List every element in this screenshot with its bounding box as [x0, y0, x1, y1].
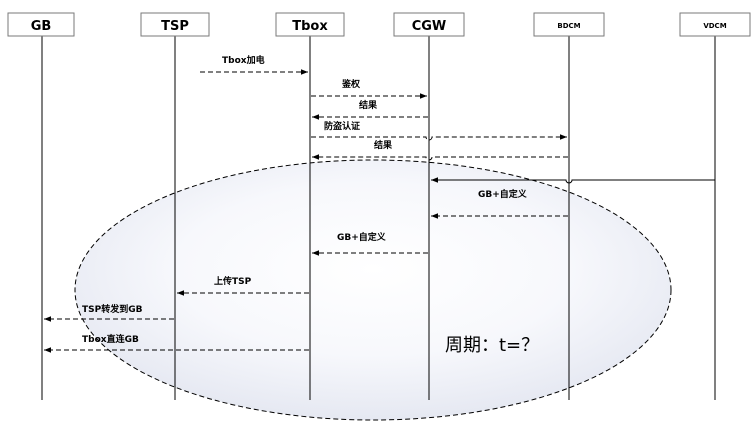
- message-tbox-direct-gb-label: Tbox直连GB: [82, 333, 139, 345]
- message-upload-tsp: 上传TSP: [177, 275, 309, 296]
- message-authenticate-label: 鉴权: [341, 78, 361, 90]
- message-tsp-forward-gb: TSP转发到GB: [44, 303, 174, 322]
- participant-tsp: TSP: [140, 12, 210, 37]
- message-authenticate: 鉴权: [311, 78, 427, 99]
- message-vdcm-to-cgw-label: GB+自定义: [478, 188, 528, 200]
- participant-tbox: Tbox: [275, 12, 345, 37]
- participant-tsp-label: TSP: [161, 19, 189, 34]
- message-tsp-forward-gb-label: TSP转发到GB: [82, 303, 143, 315]
- message-vdcm-to-cgw: GB+自定义: [431, 177, 715, 200]
- message-anti-theft-auth: 防盗认证: [311, 120, 567, 141]
- participant-gb-label: GB: [31, 19, 52, 34]
- message-anti-theft-result: 结果: [312, 139, 568, 161]
- message-tbox-direct-gb: Tbox直连GB: [44, 333, 309, 353]
- message-cgw-to-tbox-label: GB+自定义: [337, 231, 387, 243]
- participant-gb: GB: [7, 12, 75, 37]
- period-annotation: 周期：t=？: [445, 335, 539, 356]
- participant-bdcm-label: BDCM: [557, 22, 580, 30]
- participant-vdcm: VDCM: [679, 12, 751, 37]
- participant-vdcm-label: VDCM: [703, 22, 726, 30]
- message-tbox-power-on: Tbox加电: [200, 54, 308, 75]
- participant-cgw-label: CGW: [412, 19, 447, 34]
- message-anti-theft-result-label: 结果: [374, 139, 393, 151]
- periodic-phase-ellipse: [74, 159, 672, 421]
- message-cgw-to-tbox: GB+自定义: [312, 231, 428, 256]
- message-auth-result: 结果: [312, 99, 428, 120]
- participant-tbox-label: Tbox: [292, 19, 328, 34]
- message-auth-result-label: 结果: [359, 99, 378, 111]
- message-upload-tsp-label: 上传TSP: [214, 275, 252, 287]
- participant-cgw: CGW: [393, 12, 465, 37]
- participant-bdcm: BDCM: [533, 12, 605, 37]
- message-anti-theft-auth-label: 防盗认证: [324, 120, 360, 132]
- message-tbox-power-on-label: Tbox加电: [222, 54, 265, 66]
